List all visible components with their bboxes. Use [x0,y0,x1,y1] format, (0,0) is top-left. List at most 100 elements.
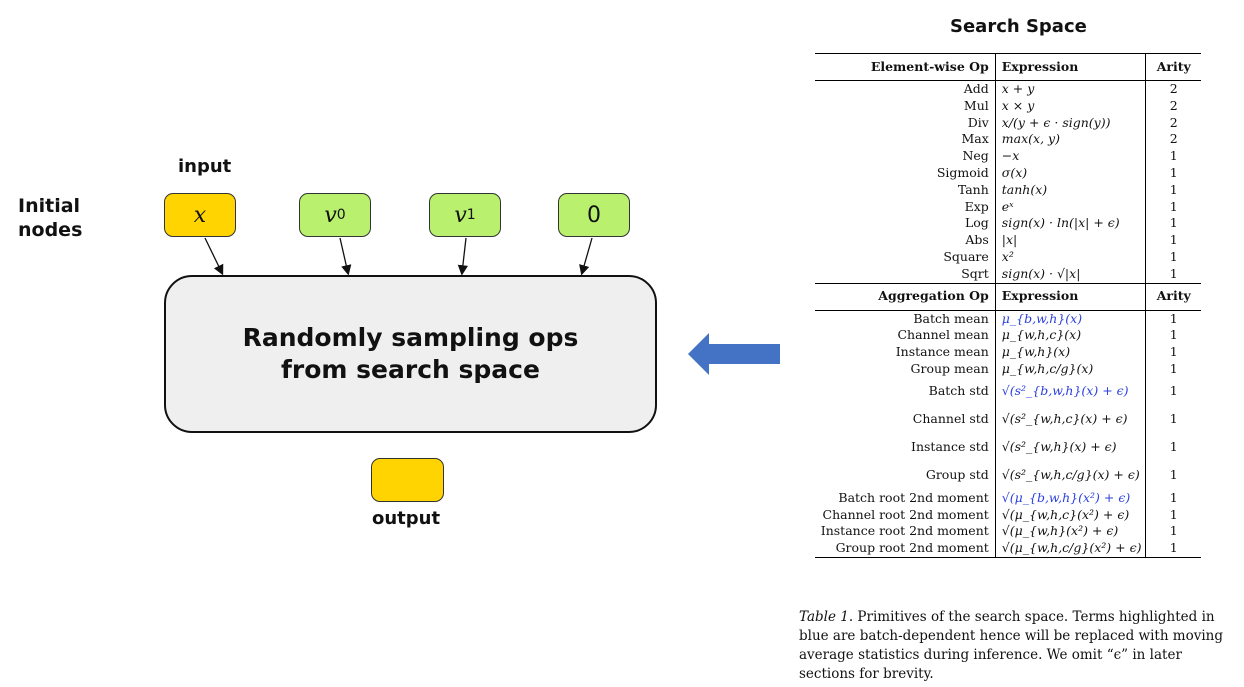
table-row: Channel mean μ_{w,h,c}(x) 1 [815,327,1201,345]
op-name: Div [815,114,996,132]
node-v0-base: v [324,202,337,228]
op-expression: √(s²_{b,w,h}(x) + ϵ) [1001,383,1129,399]
op-name: Add [815,80,996,98]
op-arity: 1 [1145,506,1201,524]
op-name: Mul [815,97,996,115]
op-name: Batch std [815,377,996,406]
op-arity: 1 [1145,461,1201,490]
op-name: Channel std [815,405,996,434]
table-row: Batch root 2nd moment√(μ_{b,w,h}(x²) + ϵ… [815,489,1201,507]
op-name: Instance mean [815,344,996,361]
table-header-cell: Expression [995,53,1146,81]
op-name: Sqrt [815,265,996,284]
op-expression: x² [1001,248,1014,264]
op-name: Abs [815,232,996,249]
node-zero-text: 0 [587,202,601,228]
op-arity: 1 [1145,181,1201,199]
table-header-cell: Arity [1145,53,1201,81]
table-row: Channel std √(s²_{w,h,c}(x) + ϵ) 1 [815,405,1201,434]
node-x-text: x [193,202,207,228]
caption-text: Primitives of the search space. Terms hi… [799,609,1224,682]
op-expression: tanh(x) [1001,181,1048,197]
op-arity: 1 [1145,310,1201,328]
op-arity: 1 [1145,489,1201,507]
op-expression: √(μ_{w,h}(x²) + ϵ) [1001,523,1119,539]
node-zero: 0 [558,193,630,237]
op-expression: max(x, y) [1001,131,1060,147]
caption-label: Table 1. [799,609,854,625]
table-row: Instance std √(s²_{w,h}(x) + ϵ) 1 [815,433,1201,462]
table-row: Channel root 2nd moment √(μ_{w,h,c}(x²) +… [815,506,1201,524]
op-arity: 1 [1145,215,1201,233]
op-name: Sigmoid [815,164,996,182]
table-caption: Table 1. Primitives of the search space.… [799,608,1229,684]
op-name: Group std [815,461,996,490]
initial-nodes-label: Initial nodes [18,195,83,241]
op-expression: √(μ_{w,h,c}(x²) + ϵ) [1001,506,1130,522]
op-name: Channel root 2nd moment [815,506,996,524]
op-name: Square [815,248,996,266]
table-row: Tanh tanh(x) 1 [815,181,1201,199]
op-expression: σ(x) [1001,164,1028,180]
op-arity: 1 [1145,344,1201,361]
search-space-arrow [688,333,780,375]
op-arity: 1 [1145,540,1201,558]
op-expression: √(s²_{w,h,c/g}(x) + ϵ) [1001,467,1140,483]
op-expression: √(s²_{w,h,c}(x) + ϵ) [1001,411,1128,427]
op-arity: 2 [1145,80,1201,98]
op-expression: x/(y + ϵ · sign(y)) [1001,114,1111,130]
table-header-cell: Arity [1145,282,1201,311]
arrow-v0-to-box [339,237,352,276]
op-expression: sign(x) · √|x| [995,265,1146,284]
op-expression: μ_{w,h,c}(x) [1001,327,1082,343]
op-name: Channel mean [815,327,996,345]
op-expression: μ_{w,h,c/g}(x) [1001,360,1094,376]
op-arity: 1 [1145,164,1201,182]
op-name: Exp [815,198,996,216]
table-header-cell: Element-wise Op [815,53,996,81]
op-arity: 1 [1145,327,1201,345]
sampling-box-line1: Randomly sampling ops [242,323,579,352]
op-arity: 2 [1145,131,1201,149]
table-row: Instance root 2nd moment √(μ_{w,h}(x²) + … [815,523,1201,541]
table-row: Add x + y 2 [815,80,1201,98]
table-row: Square x² 1 [815,248,1201,266]
input-label: input [178,156,232,177]
node-v1-base: v [454,202,467,228]
output-label: output [372,508,441,529]
table-header-cell: Expression [995,282,1146,311]
op-expression: x + y [1001,81,1035,96]
node-v0-sub: 0 [336,207,346,223]
op-name: Batch mean [815,310,996,328]
sampling-box-line2: from search space [281,355,540,384]
table-row: Group std √(s²_{w,h,c/g}(x) + ϵ) 1 [815,461,1201,490]
op-expression: −x [1001,148,1020,164]
table-row: Abs|x|1 [815,232,1201,249]
op-arity: 1 [1145,248,1201,266]
op-name: Tanh [815,181,996,199]
op-arity: 1 [1145,523,1201,541]
op-name: Instance std [815,433,996,462]
op-expression: √(s²_{w,h}(x) + ϵ) [1001,439,1117,455]
search-space-title: Search Space [950,16,1087,37]
op-arity: 1 [1145,433,1201,462]
op-name: Instance root 2nd moment [815,523,996,541]
op-arity: 1 [1145,405,1201,434]
table-row: Sigmoid σ(x) 1 [815,164,1201,182]
op-name: Max [815,131,996,149]
